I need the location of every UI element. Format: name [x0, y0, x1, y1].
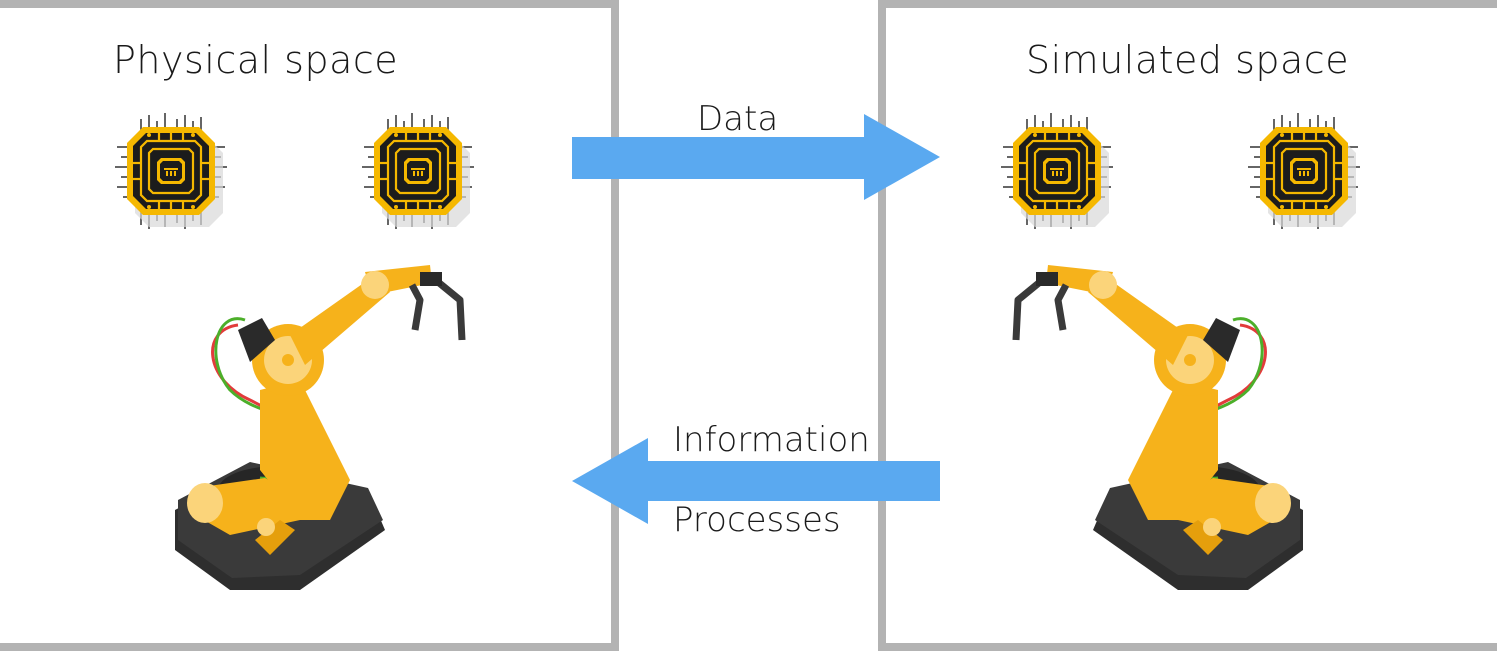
- robot-arm-icon: [1016, 265, 1303, 590]
- information-label: Information: [673, 420, 870, 460]
- data-label: Data: [697, 99, 779, 139]
- robot-arm-icon: [175, 265, 462, 590]
- physical-space-title: Physical space: [113, 38, 399, 82]
- chip-icon: [1246, 111, 1362, 231]
- simulated-space-title: Simulated space: [1026, 38, 1350, 82]
- chip-icon: [999, 111, 1115, 231]
- chip-icon: [113, 111, 229, 231]
- data-arrow: [572, 114, 940, 200]
- information-arrow: [572, 438, 940, 524]
- processes-label: Processes: [673, 500, 841, 540]
- chip-icon: [360, 111, 476, 231]
